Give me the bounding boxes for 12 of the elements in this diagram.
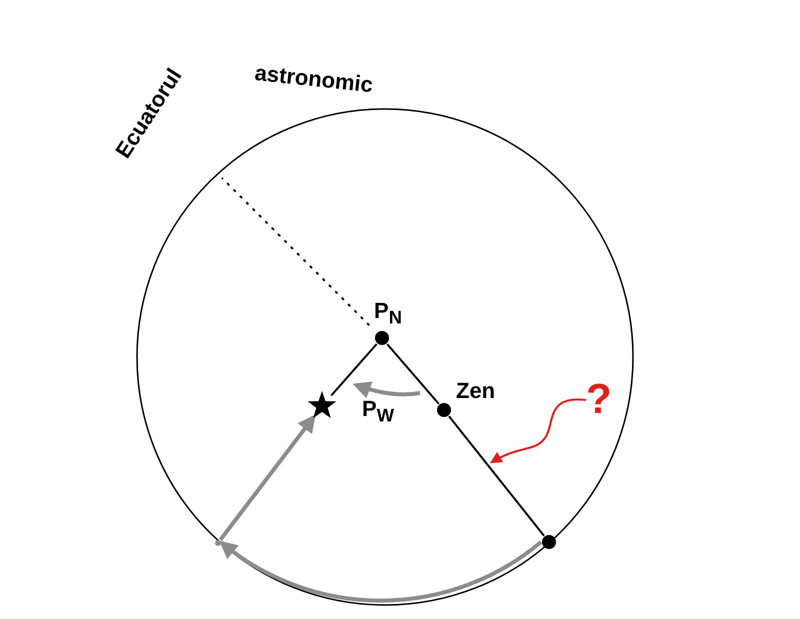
arrow xyxy=(218,414,316,541)
connector-line xyxy=(386,343,440,405)
point-label: P$_{N}$ xyxy=(374,300,402,327)
circle-label: astronomic xyxy=(254,62,374,96)
connector-line xyxy=(330,343,378,396)
connector-line xyxy=(448,416,545,536)
angle-label: P$_{W}$ xyxy=(362,398,394,425)
leader-arrow xyxy=(490,398,586,464)
question-mark: ? xyxy=(586,378,612,420)
dotted-line xyxy=(221,177,370,326)
arrow xyxy=(219,540,542,602)
point-label: Zen xyxy=(456,380,496,402)
